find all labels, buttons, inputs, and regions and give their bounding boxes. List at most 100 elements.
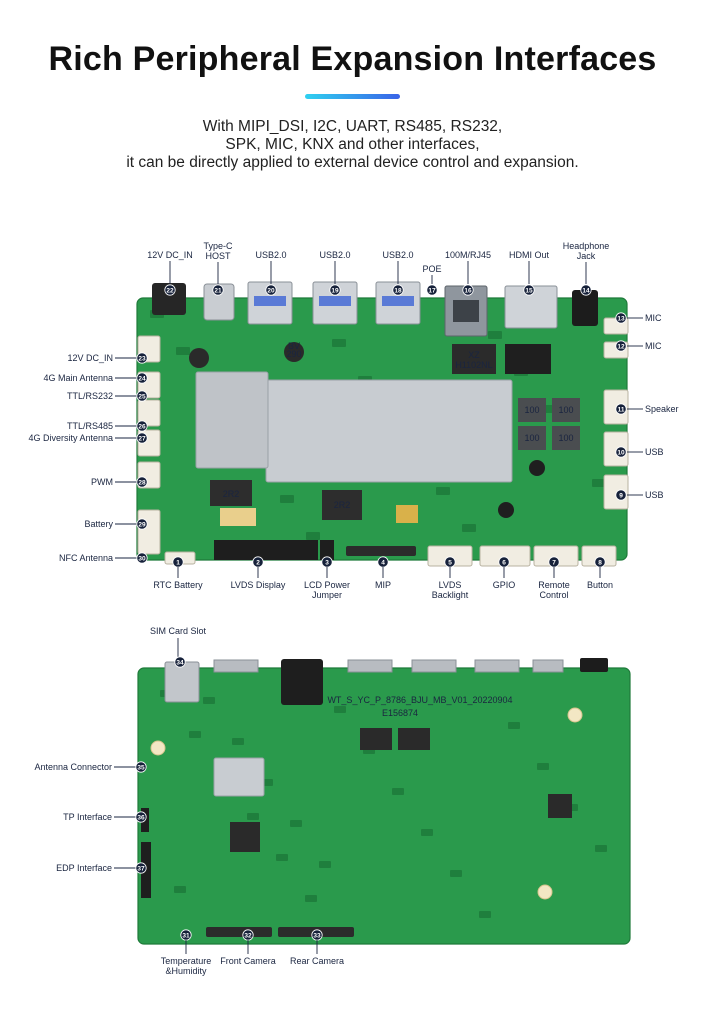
choke-0 — [518, 398, 546, 422]
back-top-port-4 — [532, 659, 564, 673]
back-left-badge-0: 35 — [135, 761, 147, 773]
back-silkscreen-1: WT_S_YC_P_8786_BJU_MB_V01_20220904 — [327, 695, 512, 705]
back-left-badge-0-num: 35 — [137, 764, 145, 771]
front-bottom-label-3: MIP — [375, 580, 391, 590]
front-left-badge-3: 26 — [136, 420, 148, 432]
front-right-badge-3: 10 — [615, 446, 627, 458]
front-top-badge-5: 17 — [426, 284, 438, 296]
front-left-badge-3-num: 26 — [138, 423, 146, 430]
typec-port — [203, 283, 235, 321]
back-top-port-3 — [474, 659, 520, 673]
front-bottom-badge-1: 2 — [252, 556, 264, 568]
front-bottom-label-0: RTC Battery — [153, 580, 203, 590]
back-left-label-2: EDP Interface — [56, 863, 112, 873]
front-top-badge-6-num: 16 — [464, 287, 472, 294]
left-connector-5 — [137, 509, 161, 555]
front-bottom-badge-6: 7 — [548, 556, 560, 568]
front-bottom-badge-5: 6 — [498, 556, 510, 568]
front-left-label-5: PWM — [91, 477, 113, 487]
front-right-badge-4-dot — [615, 489, 627, 501]
front-top-badge-4-num: 18 — [394, 287, 402, 294]
front-bottom-badge-2: 3 — [321, 556, 333, 568]
front-bottom-badge-7: 8 — [594, 556, 606, 568]
pcb-pad — [488, 331, 502, 339]
front-top-badge-5-num: 17 — [428, 287, 436, 294]
back-left-badge-1-num: 36 — [137, 814, 145, 821]
page-title: Rich Peripheral Expansion Interfaces — [48, 40, 657, 78]
front-top-badge-0: 22 — [164, 284, 176, 296]
front-left-label-4: 4G Diversity Antenna — [28, 433, 113, 443]
headphone-jack — [572, 290, 598, 326]
front-right-badge-0-dot — [615, 312, 627, 324]
front-top-badge-3-num: 19 — [331, 287, 339, 294]
back-pcb-pad — [189, 731, 201, 738]
back-top-badge-0-num: 34 — [176, 659, 184, 666]
front-top-badge-1: 21 — [212, 284, 224, 296]
front-right-badge-2-num: 11 — [618, 406, 625, 413]
front-top-badge-0-dot — [164, 284, 176, 296]
front-right-badge-2: 11 — [615, 403, 627, 415]
capacitor-2-mark-2: 290 — [286, 349, 301, 359]
mount-hole-0 — [150, 740, 166, 756]
front-top-label-1: Type-C — [203, 241, 233, 251]
back-pcb-pad — [174, 886, 186, 893]
front-left-badge-4: 27 — [136, 432, 148, 444]
back-pcb-pad — [595, 845, 607, 852]
back-top-port-2 — [411, 659, 457, 673]
front-left-badge-6-num: 29 — [138, 521, 146, 528]
front-left-badge-4-num: 27 — [138, 435, 146, 442]
back-dc-jack — [281, 659, 323, 705]
dc-jack — [152, 283, 186, 315]
front-bottom-badge-0-num: 1 — [176, 559, 180, 566]
inductor-1-label: 2R2 — [223, 489, 240, 499]
pcb-pad — [592, 479, 606, 487]
back-pcb-pad — [290, 820, 302, 827]
front-top-badge-7-num: 15 — [525, 287, 533, 294]
capacitor-2-mark-1: BV — [288, 341, 300, 351]
front-bottom-badge-7-num: 8 — [598, 559, 602, 566]
front-top-label-5: POE — [422, 264, 441, 274]
front-left-badge-7-num: 30 — [138, 555, 146, 562]
front-bottom-label-6: Control — [539, 590, 568, 600]
left-connector-2 — [137, 399, 161, 427]
subtitle-line-3: it can be directly applied to external d… — [126, 154, 579, 171]
choke-label-0: 100 — [524, 405, 539, 415]
back-bottom-badge-2: 33 — [311, 929, 323, 941]
front-top-label-4: USB2.0 — [382, 250, 413, 260]
pcb-pad — [176, 347, 190, 355]
back-pcb-pad — [450, 870, 462, 877]
usb-port-tongue-0 — [254, 296, 286, 306]
inductor-1 — [210, 480, 252, 506]
inductor-2-label: 2R2 — [334, 500, 351, 510]
front-top-badge-6: 16 — [462, 284, 474, 296]
mip-fpc — [346, 546, 416, 556]
back-left-badge-0-dot — [135, 761, 147, 773]
back-left-label-0: Antenna Connector — [34, 762, 112, 772]
front-bottom-badge-2-num: 3 — [325, 559, 329, 566]
choke-label-1: 100 — [558, 405, 573, 415]
pcb-pad — [306, 532, 320, 540]
rj45-opening — [453, 300, 479, 322]
back-left-badge-1: 36 — [135, 811, 147, 823]
inductor-2 — [322, 490, 362, 520]
back-pcb-pad — [479, 911, 491, 918]
front-bottom-label-7: Button — [587, 580, 613, 590]
lvds-header — [214, 540, 318, 560]
back-chip-4 — [548, 794, 572, 818]
front-top-badge-7-dot — [523, 284, 535, 296]
ethernet-transformer-part: H1102NL — [455, 360, 492, 370]
back-pcb-pad — [537, 763, 549, 770]
front-left-badge-2-num: 25 — [138, 393, 146, 400]
usb-port-tongue-2 — [382, 296, 414, 306]
back-shield — [213, 757, 265, 797]
mount-hole-1 — [567, 707, 583, 723]
hdmi-chip — [505, 344, 551, 374]
back-bottom-label-0: Temperature — [161, 956, 212, 966]
front-top-badge-4-dot — [392, 284, 404, 296]
front-bottom-badge-6-num: 7 — [552, 559, 556, 566]
front-left-badge-0-dot — [136, 352, 148, 364]
back-top-label-0: SIM Card Slot — [150, 626, 207, 636]
back-pcb-pad — [421, 829, 433, 836]
back-pcb-pad — [232, 738, 244, 745]
